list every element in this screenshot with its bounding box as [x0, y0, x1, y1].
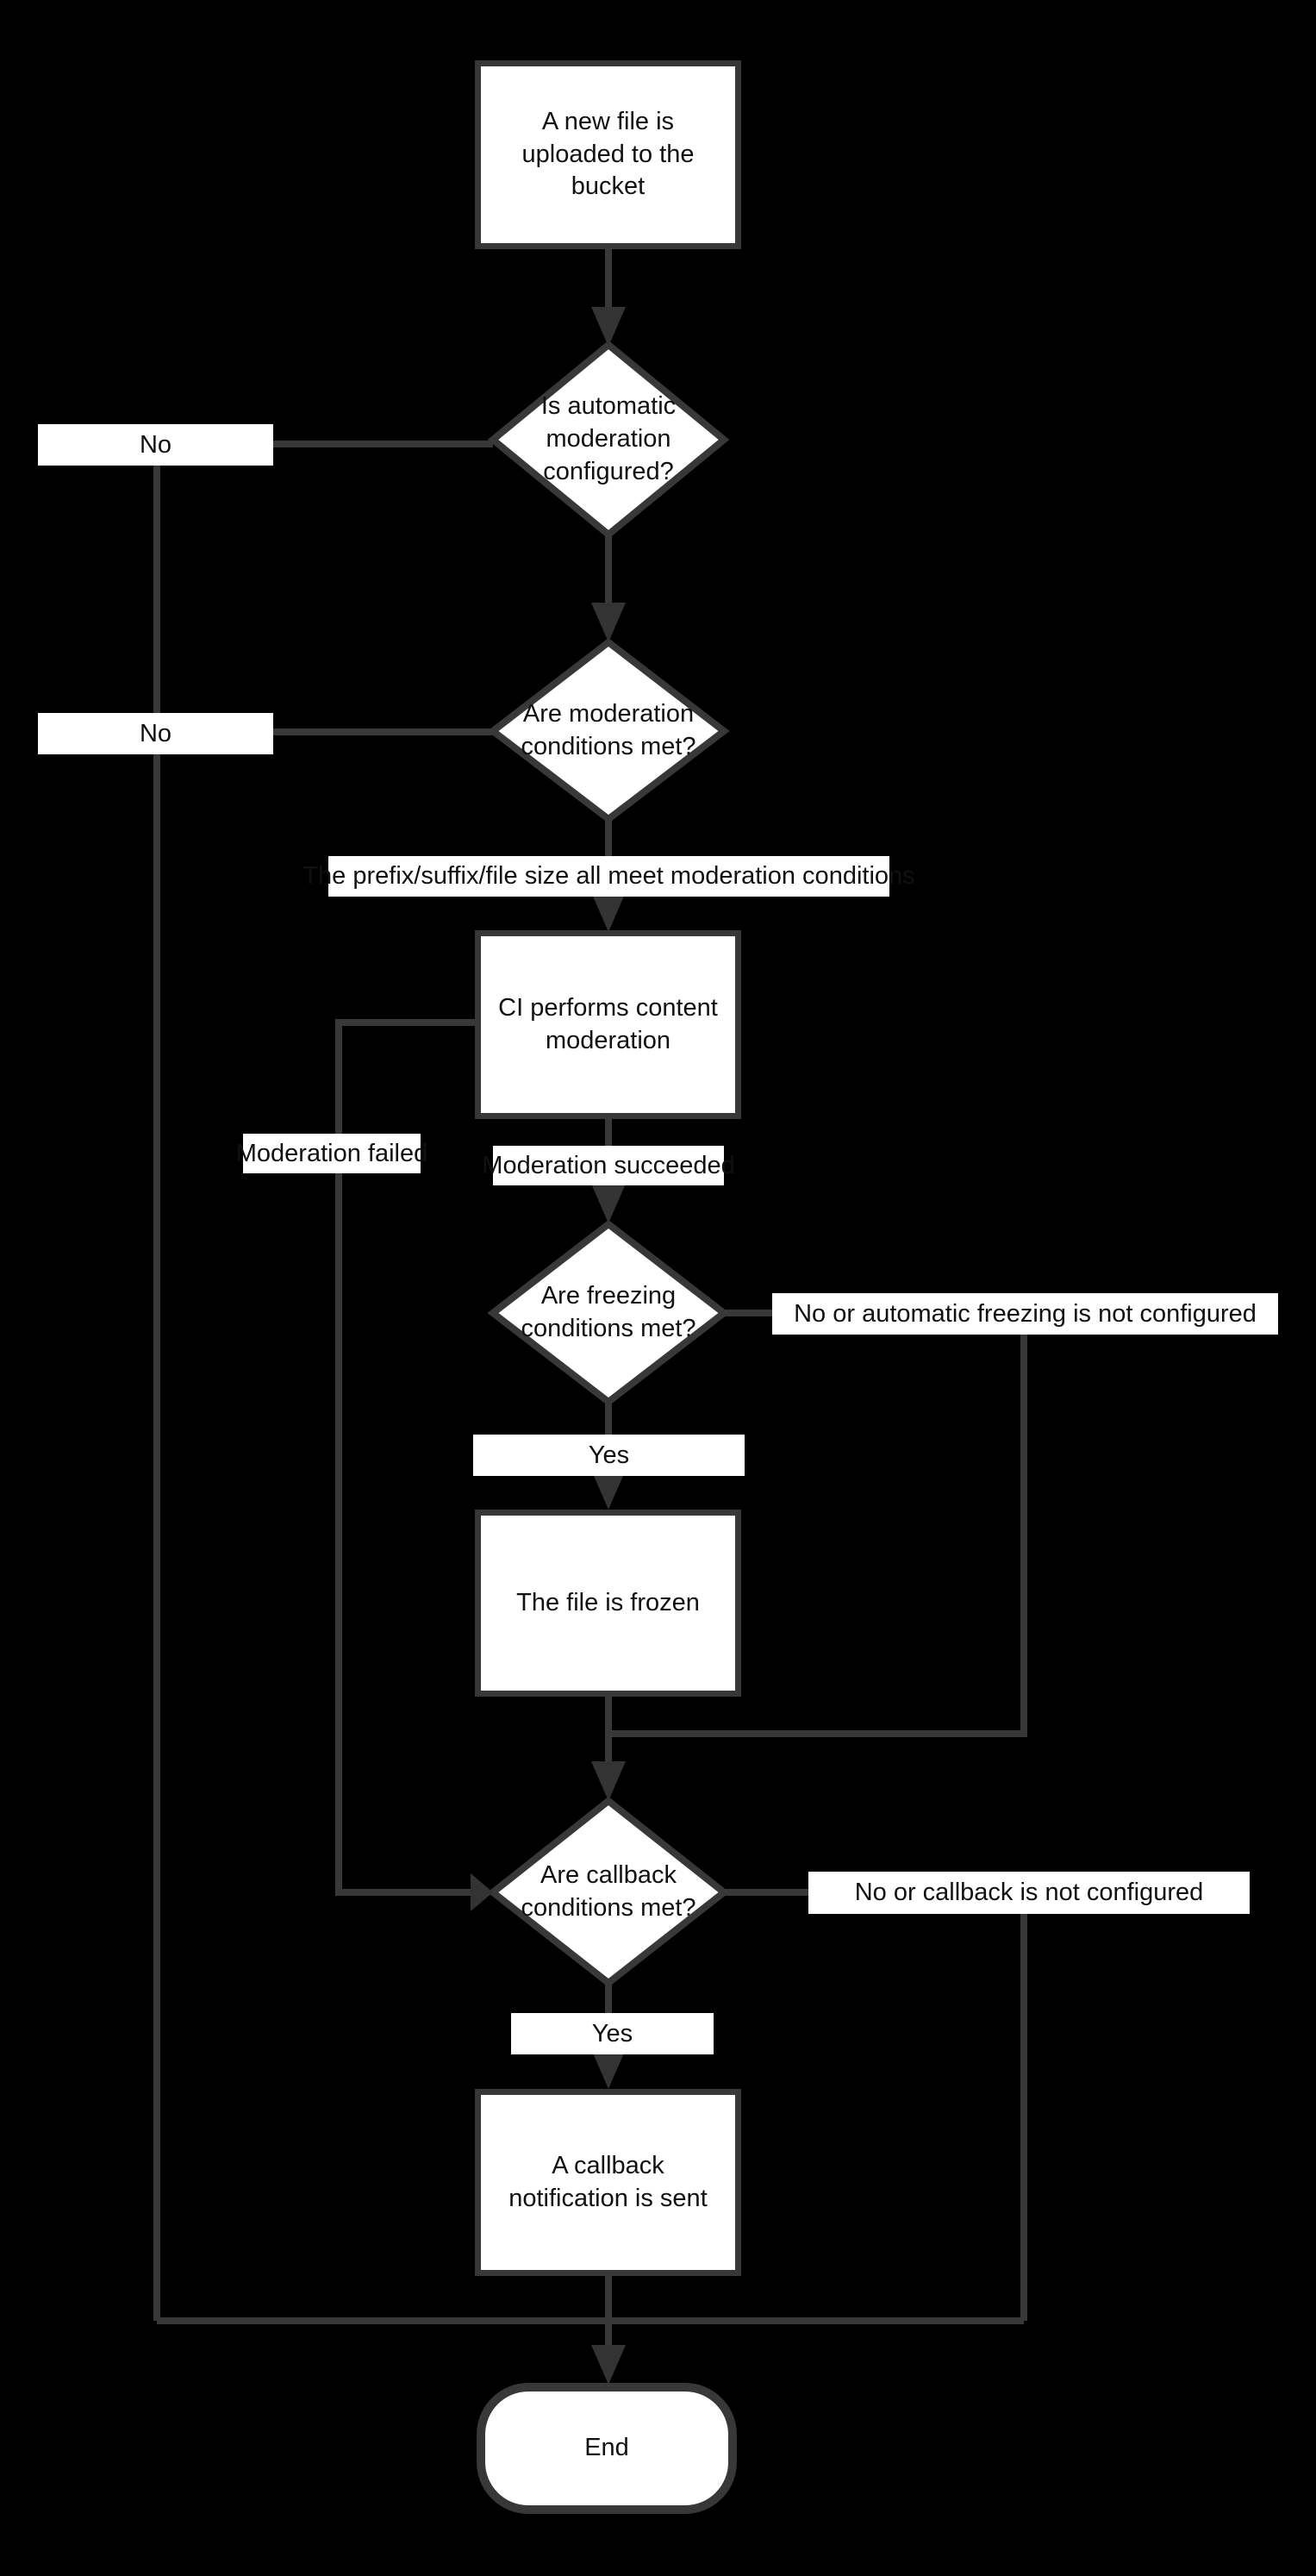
edge-moderation-failed-path [335, 1019, 477, 1896]
arrowhead-into-end [591, 2345, 626, 2385]
edge-label-moderation-succeeded: Moderation succeeded [482, 1146, 735, 1185]
decision-freezing-conditions-label: Are freezing conditions met? [521, 1282, 696, 1342]
decision-auto-moderation-shape [487, 340, 730, 540]
arrowhead-into-moderation-conditions [591, 603, 626, 642]
arrowhead-into-callback-sent [591, 2049, 626, 2089]
arrowhead-into-callback-conditions-top [591, 1761, 626, 1801]
node-callback-sent-label: A callback notification is sent [508, 2151, 708, 2212]
arrowhead-into-callback-conditions-left [471, 1873, 493, 1911]
node-ci-moderation: CI performs content moderation [475, 930, 741, 1119]
arrowhead-into-freezing-conditions [591, 1184, 626, 1223]
node-upload: A new file is uploaded to the bucket [475, 60, 741, 249]
edge-label-moderation-conditions-no: No [38, 713, 273, 754]
decision-callback-conditions: Are callback conditions met? [496, 1815, 720, 1970]
edge-label-moderation-failed: Moderation failed [236, 1134, 427, 1173]
decision-freezing-conditions-shape [487, 1219, 730, 1407]
edge-label-auto-moderation-no: No [38, 424, 273, 466]
edge-callback-no-path [724, 1889, 1027, 2321]
edge-label-moderation-conditions-yes: The prefix/suffix/file size all meet mod… [302, 856, 915, 897]
node-ci-moderation-label: CI performs content moderation [498, 993, 718, 1054]
arrowhead-into-file-frozen [591, 1470, 626, 1510]
edge-label-freezing-yes: Yes [473, 1435, 745, 1476]
node-end-label: End [584, 2434, 629, 2462]
node-end: End [477, 2383, 737, 2514]
arrowhead-into-auto-moderation [591, 307, 626, 347]
edge-label-freezing-no: No or automatic freezing is not configur… [772, 1293, 1278, 1335]
decision-callback-conditions-label: Are callback conditions met? [521, 1861, 696, 1922]
node-file-frozen: The file is frozen [475, 1510, 741, 1697]
arrowhead-into-ci [591, 892, 626, 932]
decision-moderation-conditions: Are moderation conditions met? [496, 653, 720, 809]
decision-moderation-conditions-label: Are moderation conditions met? [521, 700, 696, 760]
decision-moderation-conditions-shape [487, 637, 730, 824]
decision-callback-conditions-shape [487, 1796, 730, 1988]
node-callback-sent: A callback notification is sent [475, 2089, 741, 2276]
node-file-frozen-label: The file is frozen [516, 1588, 700, 1616]
edge-label-callback-yes: Yes [511, 2013, 714, 2054]
node-upload-label: A new file is uploaded to the bucket [521, 107, 695, 201]
edge-label-callback-no: No or callback is not configured [808, 1872, 1250, 1914]
decision-auto-moderation: Is automatic moderation configured? [505, 362, 712, 517]
decision-auto-moderation-label: Is automatic moderation configured? [540, 392, 677, 485]
decision-freezing-conditions: Are freezing conditions met? [496, 1235, 720, 1391]
